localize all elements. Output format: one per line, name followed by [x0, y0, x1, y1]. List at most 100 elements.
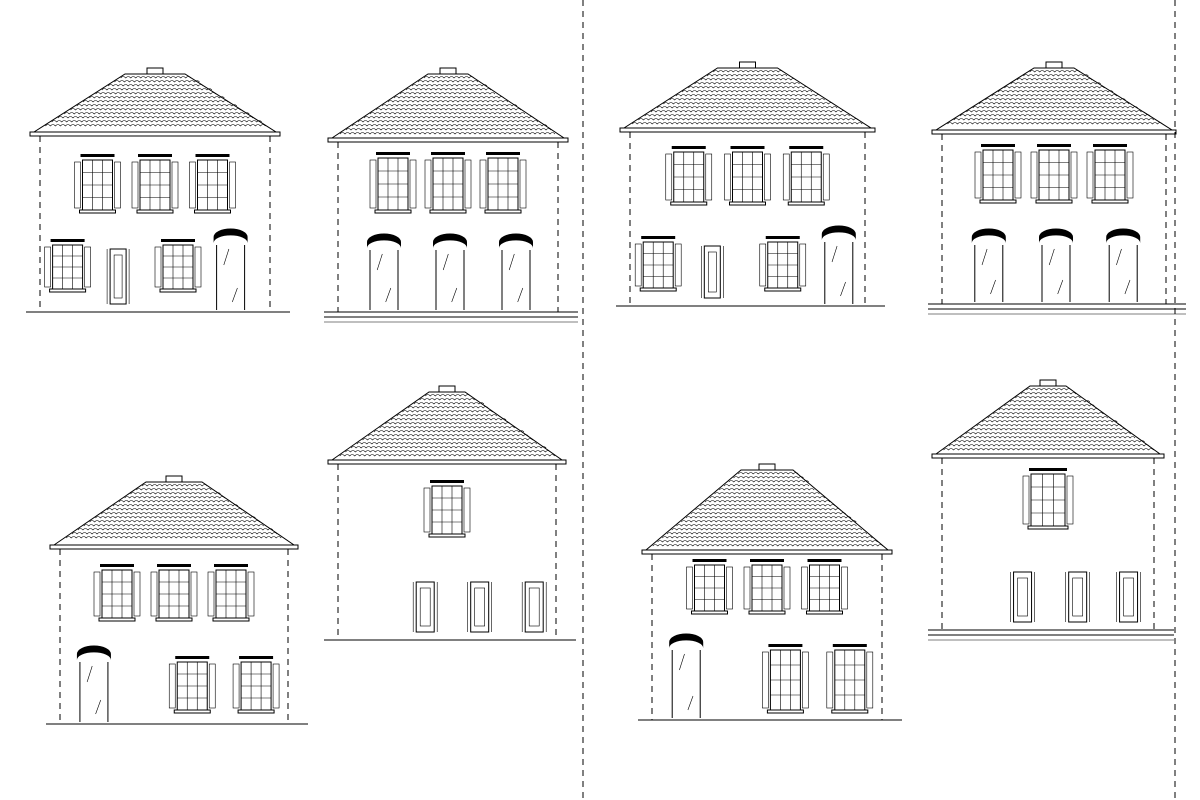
- roof-tile-row: [362, 438, 533, 441]
- roof-tile-row: [1020, 392, 1077, 395]
- window-shutter-right: [84, 246, 91, 288]
- door: [106, 248, 130, 305]
- roof-tile-row: [407, 406, 489, 409]
- window-shutter-left: [168, 663, 176, 709]
- roof-tile-row: [676, 524, 857, 527]
- arch-glazing: [679, 653, 685, 671]
- arch-head: [669, 633, 704, 648]
- window-lintel: [730, 146, 765, 149]
- roof-tile-row: [706, 74, 788, 77]
- roof-tile-row: [997, 90, 1114, 93]
- roof-tile-row: [681, 90, 813, 93]
- roof-tile-row: [120, 76, 191, 79]
- arch-glazing: [95, 699, 102, 715]
- roof-tile-row: [114, 80, 200, 83]
- roof-tile-row: [656, 106, 838, 109]
- roof-tile-row: [738, 472, 799, 475]
- window-shutter-left: [686, 566, 693, 610]
- arch-head: [76, 645, 111, 660]
- window-shutter-left: [131, 161, 139, 209]
- window-sill: [79, 209, 116, 214]
- roof-tile-row: [363, 116, 535, 119]
- roof-tile-row: [675, 94, 822, 97]
- roof-tile-row: [690, 512, 846, 515]
- window-lintel: [1029, 468, 1067, 471]
- window-shutter-left: [232, 663, 240, 709]
- window: [826, 644, 874, 714]
- roof-tile-row: [141, 484, 208, 487]
- elevation-c: [616, 61, 885, 307]
- window-shutter-left: [74, 161, 81, 209]
- window-sill: [98, 617, 136, 622]
- ridge-vent: [1039, 379, 1057, 387]
- window: [150, 564, 198, 622]
- roof-tile-row: [719, 488, 815, 491]
- arched-opening: [821, 225, 856, 304]
- roof-fascia: [327, 137, 569, 143]
- door-frame: [703, 245, 721, 299]
- window-lintel: [239, 656, 274, 659]
- roof-tile-row: [387, 100, 509, 103]
- roof-tile-row: [76, 104, 238, 107]
- window-lintel: [641, 236, 676, 239]
- arch-head: [433, 233, 467, 248]
- arch-head: [367, 233, 401, 248]
- roof-tile-row: [112, 504, 239, 507]
- roof-tile-row: [685, 516, 852, 519]
- roof-tile-row: [379, 426, 515, 429]
- window-shutter-right: [1066, 475, 1074, 525]
- roof-tile-row: [948, 444, 1150, 447]
- arch-head: [213, 228, 248, 243]
- arched-opening: [433, 233, 467, 310]
- roof-tile-row: [375, 108, 522, 111]
- roof-tile-row: [425, 394, 471, 397]
- door-panel: [474, 587, 486, 627]
- elevation-a: [26, 67, 290, 313]
- window-sill: [670, 201, 708, 206]
- arch-glazing: [1116, 248, 1122, 266]
- window-shutter-right: [409, 159, 417, 209]
- roof-tile-row: [71, 532, 278, 535]
- window-shutter-right: [463, 487, 471, 533]
- roof-tile-row: [357, 120, 539, 123]
- roof-tile-row: [417, 80, 479, 83]
- arch-head: [499, 233, 533, 248]
- roof-tile-row: [70, 108, 241, 111]
- arch-glazing: [1124, 279, 1131, 295]
- roof-tile-row: [369, 112, 526, 115]
- door-frame: [1119, 571, 1139, 623]
- window: [782, 146, 830, 206]
- elevation-g: [638, 463, 902, 721]
- door-panel: [528, 587, 540, 627]
- roof-tile-row: [82, 100, 229, 103]
- window-sill: [729, 201, 766, 206]
- window-shutter-left: [759, 243, 767, 287]
- arched-opening: [213, 228, 248, 310]
- window: [665, 146, 713, 206]
- window-sill: [159, 288, 197, 293]
- window-lintel: [765, 236, 800, 239]
- door-frame: [415, 581, 435, 633]
- arch-head: [1106, 228, 1141, 243]
- window-sill: [155, 617, 193, 622]
- roof-tile-row: [350, 446, 547, 449]
- window-shutter-left: [743, 566, 751, 610]
- roof-tile-row: [118, 500, 230, 503]
- window-shutter-left: [724, 153, 731, 201]
- window-sill: [764, 287, 802, 292]
- door: [521, 581, 547, 633]
- window-lintel: [671, 146, 706, 149]
- arch-head: [821, 225, 856, 240]
- roof-tile-row: [64, 112, 250, 115]
- roof-tile-row: [57, 116, 254, 119]
- window-shutter-right: [841, 566, 848, 610]
- roof-tile-row: [95, 516, 256, 519]
- window: [423, 480, 471, 538]
- window: [424, 152, 472, 214]
- roof-tile-row: [1029, 70, 1080, 73]
- arch-glazing: [508, 253, 515, 271]
- window-shutter-right: [705, 153, 713, 201]
- door: [467, 581, 493, 633]
- window-sill: [831, 709, 869, 714]
- roof-tile-row: [972, 106, 1139, 109]
